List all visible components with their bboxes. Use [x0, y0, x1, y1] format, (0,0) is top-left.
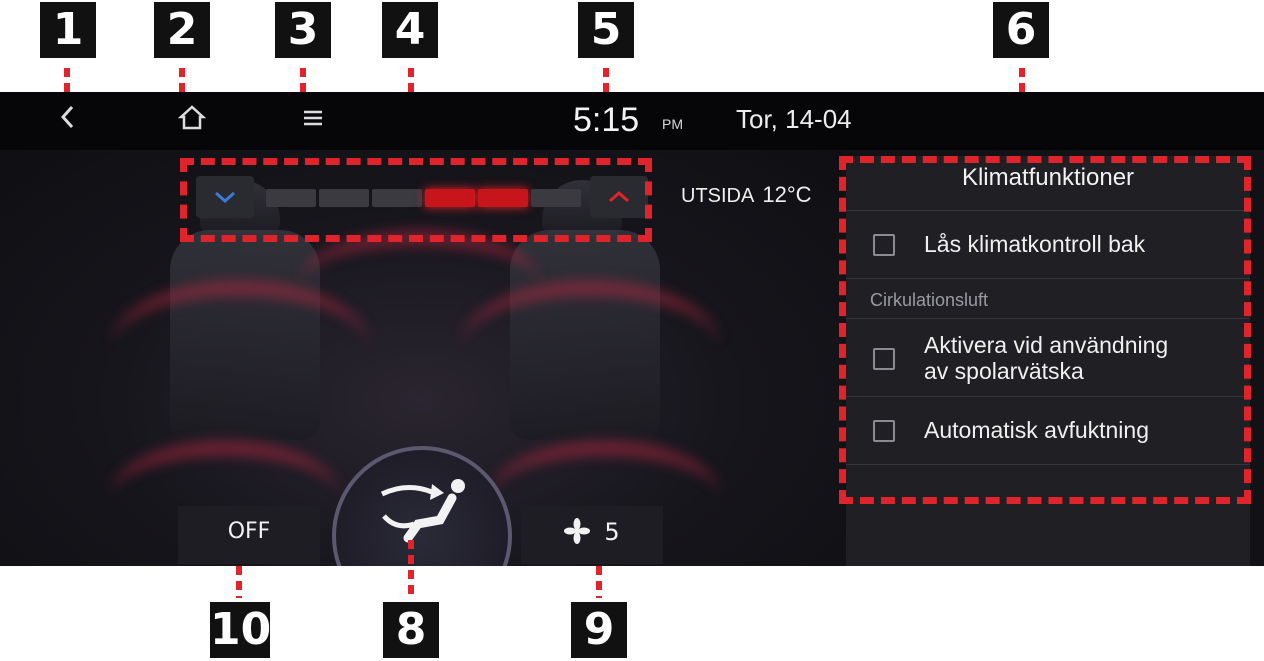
temp-segment-active — [425, 189, 475, 207]
checkbox-rear-lock[interactable] — [873, 234, 895, 256]
climate-screen: 5:15 PM Tor, 14-04 UTSIDA 12°C Klimatfunk… — [0, 92, 1264, 566]
option-auto-dehumidify[interactable]: Automatisk avfuktning — [924, 417, 1150, 443]
fan-speed-button[interactable]: 5 — [521, 506, 663, 564]
divider — [846, 210, 1250, 211]
clock-ampm: PM — [662, 116, 683, 132]
callout-6: 6 — [993, 2, 1049, 58]
temperature-control — [196, 176, 648, 220]
temp-segment — [372, 189, 422, 207]
outside-value: 12°C — [762, 182, 812, 207]
divider — [846, 396, 1250, 397]
temp-down-button[interactable] — [196, 176, 254, 218]
temp-segment — [531, 189, 581, 207]
outside-temperature: UTSIDA 12°C — [681, 182, 812, 208]
option-washer-line1: Aktivera vid användning — [924, 332, 1169, 358]
callout-8-line — [408, 540, 414, 598]
callout-8: 8 — [383, 602, 439, 658]
chevron-down-icon — [215, 191, 235, 204]
off-button[interactable]: OFF — [178, 506, 320, 564]
temp-segment — [319, 189, 369, 207]
callout-3: 3 — [275, 2, 331, 58]
callout-4: 4 — [382, 2, 438, 58]
back-icon[interactable] — [58, 102, 78, 142]
clock-time: 5:15 — [573, 101, 640, 139]
divider — [846, 464, 1250, 465]
date-label: Tor, 14-04 — [736, 104, 852, 134]
highlight-temperature — [180, 158, 652, 242]
option-washer-activate[interactable]: Aktivera vid användning av spolarvätska — [924, 332, 1168, 384]
option-washer-line2: av spolarvätska — [924, 358, 1084, 384]
callout-1-line — [64, 68, 70, 104]
panel-title: Klimatfunktioner — [961, 164, 1135, 191]
fan-speed-value: 5 — [604, 518, 620, 546]
temp-segment-active — [478, 189, 528, 207]
outside-label: UTSIDA — [681, 185, 755, 207]
callout-5-line — [603, 68, 609, 98]
callout-10: 10 — [210, 602, 271, 658]
highlight-climate-functions — [839, 156, 1251, 504]
callout-9: 9 — [571, 602, 627, 658]
divider — [846, 278, 1250, 279]
temp-up-button[interactable] — [590, 176, 648, 218]
callout-10-line — [236, 566, 242, 598]
airflow-mode-icon — [380, 479, 465, 543]
section-recirculation: Cirkulationsluft — [870, 290, 989, 310]
callout-3-line — [300, 68, 306, 104]
divider — [846, 318, 1250, 319]
callout-5: 5 — [578, 2, 634, 58]
callout-2: 2 — [154, 2, 210, 58]
checkbox-auto-dehumidify[interactable] — [873, 420, 895, 442]
callout-1: 1 — [40, 2, 96, 58]
home-icon[interactable] — [177, 102, 207, 142]
callout-2-line — [179, 68, 185, 104]
fan-icon — [564, 518, 591, 544]
airflow-glow — [300, 230, 540, 336]
cabin-illustration — [0, 150, 842, 566]
top-bar: 5:15 PM Tor, 14-04 — [0, 92, 1264, 150]
temp-segment — [266, 189, 316, 207]
checkbox-washer-activate[interactable] — [873, 348, 895, 370]
callout-9-line — [596, 566, 602, 598]
menu-icon[interactable] — [301, 102, 325, 142]
option-rear-lock[interactable]: Lås klimatkontroll bak — [924, 231, 1146, 257]
chevron-up-icon — [609, 190, 629, 203]
